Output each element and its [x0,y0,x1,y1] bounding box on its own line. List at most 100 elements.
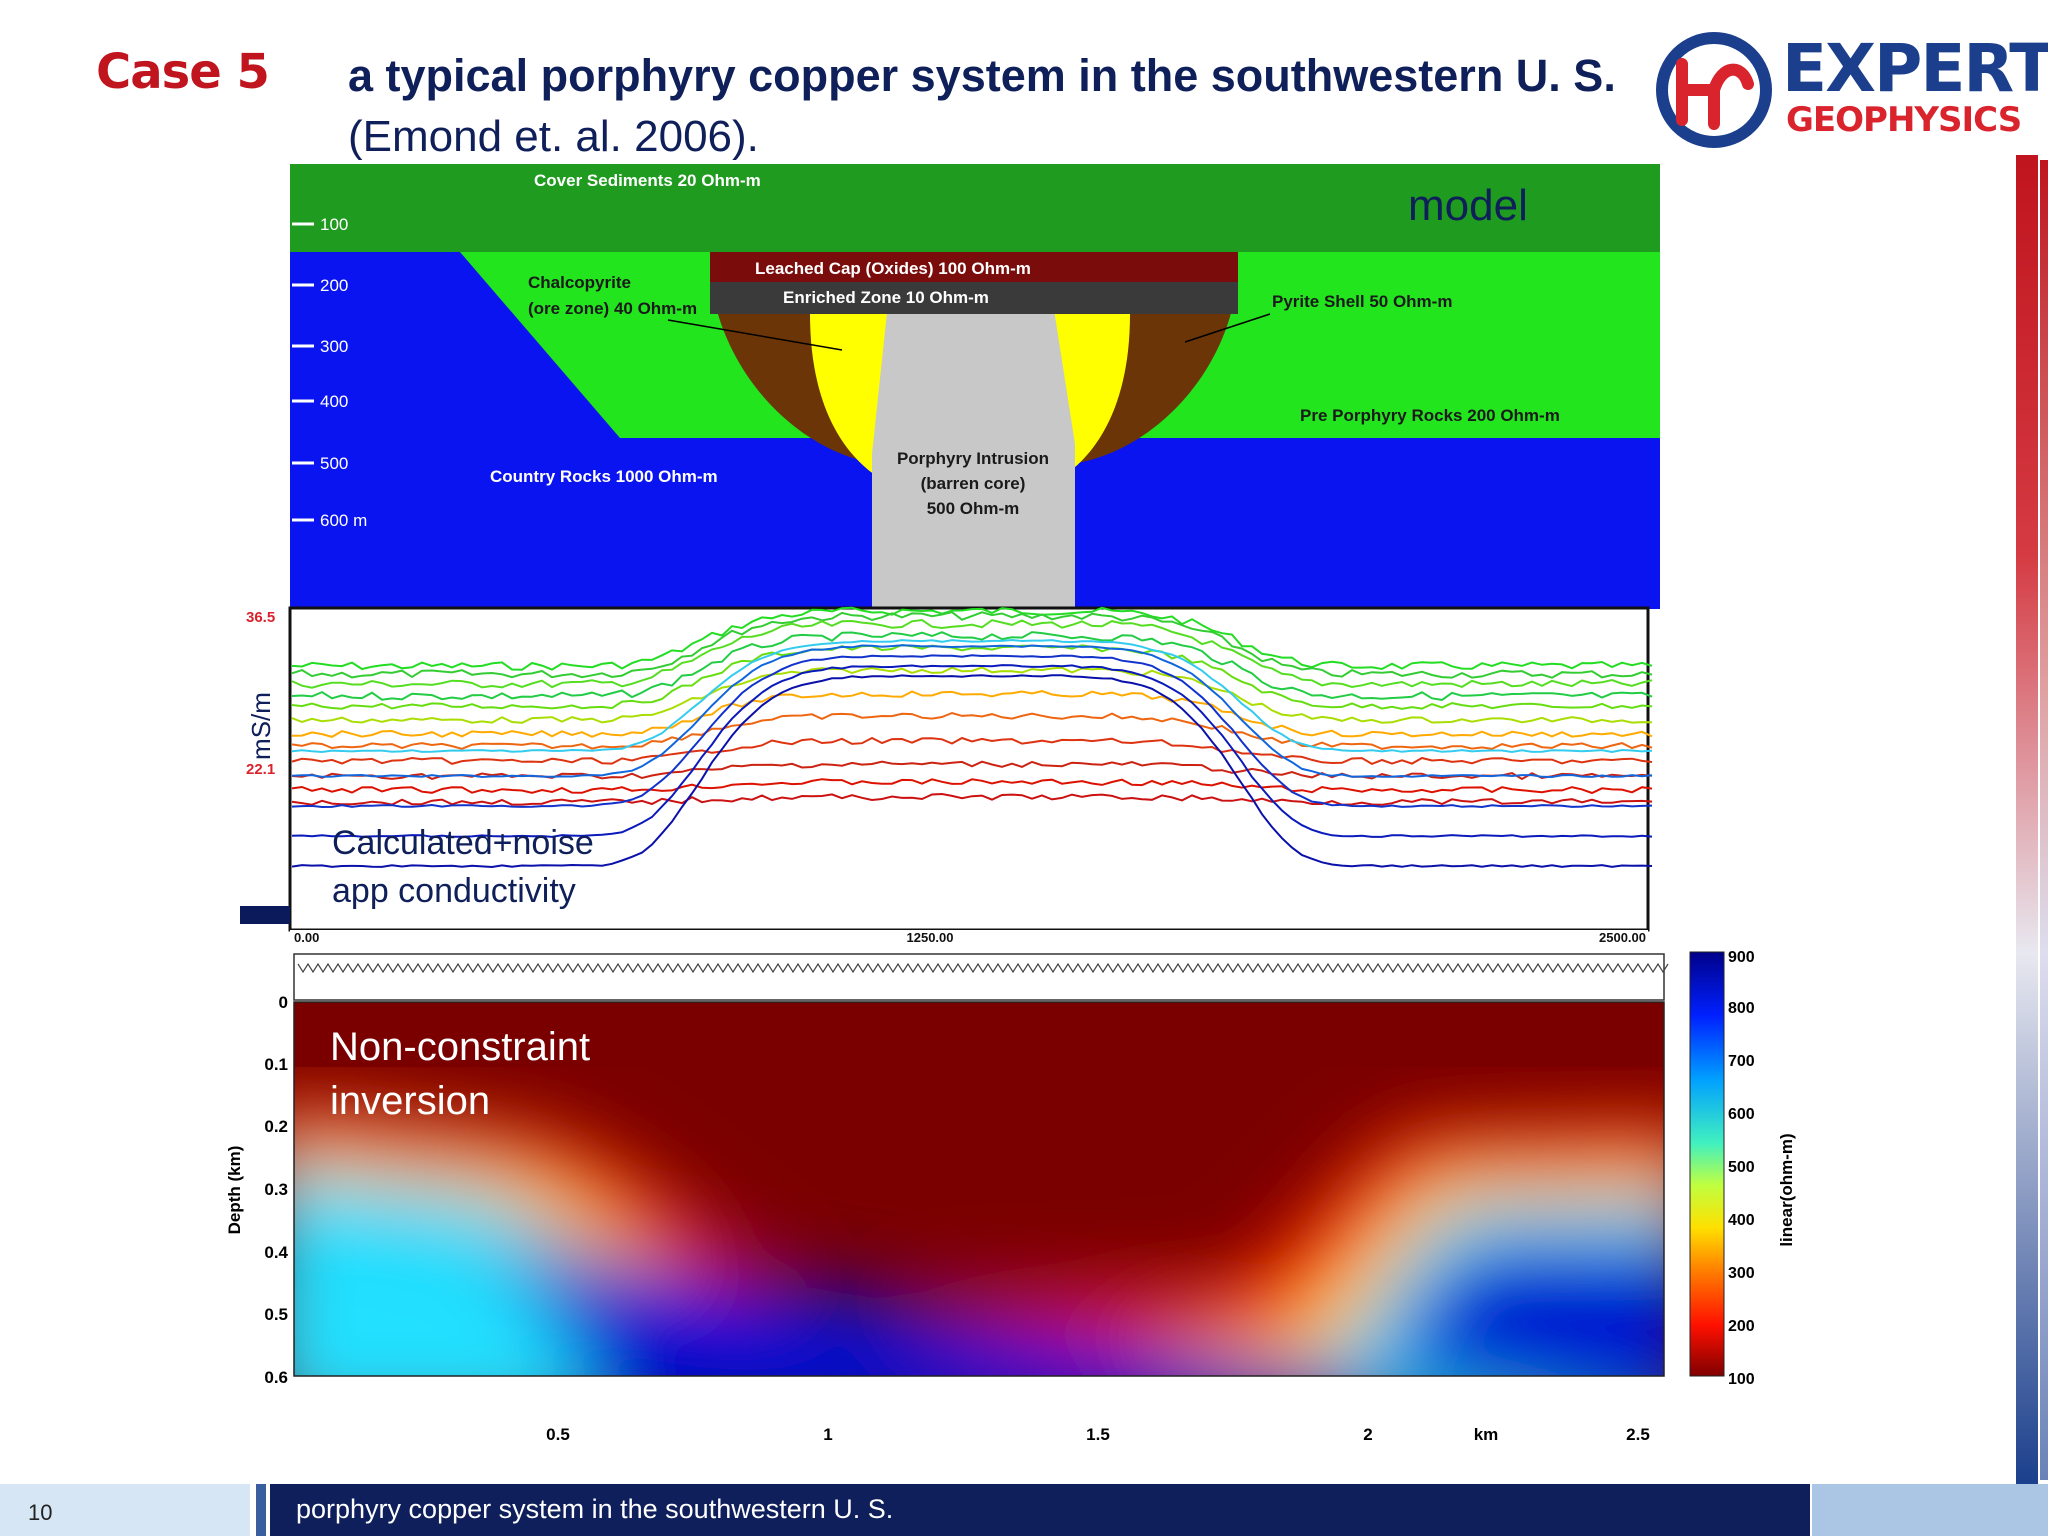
country-rocks-label: Country Rocks 1000 Ohm-m [490,467,718,486]
chalcopyrite-label: Chalcopyrite [528,273,631,292]
enriched-zone-layer [710,282,1238,314]
colorbar-label: linear(ohm-m) [1777,1133,1796,1246]
model-depth-label: 600 m [320,511,367,530]
profile-x-tick: 0.00 [294,930,319,945]
model-depth-label: 300 [320,337,348,356]
profile-curve [291,664,1653,838]
logo-geophysics-text: GEOPHYSICS [1786,100,2022,140]
colorbar-tick: 400 [1728,1212,1755,1229]
expert-geophysics-logo-icon [1656,32,1772,148]
depth-tick: 0.3 [264,1180,288,1199]
profile-y-top-label: 36.5 [246,609,275,626]
slide-title: a typical porphyry copper system in the … [348,50,1616,101]
profile-curve [291,736,1653,766]
distance-tick: 1.5 [1086,1425,1110,1444]
distance-unit-label: km [1474,1425,1499,1444]
model-depth-ticks [292,222,314,522]
profile-x-tick: 1250.00 [907,930,954,945]
intrusion-label-3: 500 Ohm-m [927,499,1020,518]
inversion-caption-2: inversion [330,1079,490,1123]
section-frame [293,1001,1665,1377]
footer-bar [270,1484,1810,1536]
profile-curve [291,666,1653,724]
depth-axis-label: Depth (km) [225,1146,244,1235]
leached-cap-layer [710,252,1238,282]
depth-tick: 0.4 [264,1243,288,1262]
model-depth-label: 400 [320,392,348,411]
depth-tick: 0.2 [264,1117,288,1136]
inversion-caption-1: Non-constraint [330,1025,590,1069]
geological-model-diagram: 100 200 300 400 500 600 m model Cover Se… [290,164,1660,609]
profile-curve [291,690,1653,738]
leached-cap-label: Leached Cap (Oxides) 100 Ohm-m [755,259,1031,278]
profile-curve [291,631,1653,701]
footer-divider [256,1484,266,1536]
conductivity-profile-chart: 36.5 22.1 mS/m 0.00 1250.00 2500.00 Calc… [240,606,1653,945]
footer-right-block [1812,1484,2048,1536]
depth-tick: 0.5 [264,1305,288,1324]
colorbar-tick: 800 [1728,1000,1755,1017]
cover-sediments-layer [290,164,1660,252]
enriched-zone-label: Enriched Zone 10 Ohm-m [783,288,989,307]
depth-tick: 0.1 [264,1055,288,1074]
resistivity-section [294,1002,1664,1376]
distance-tick: 2 [1363,1425,1372,1444]
pre-porphyry-label: Pre Porphyry Rocks 200 Ohm-m [1300,406,1560,425]
inversion-section-chart: Non-constraint inversion 0 0.1 0.2 0.3 0… [225,950,1796,1444]
model-heading: model [1408,181,1528,230]
distance-tick: 0.5 [546,1425,570,1444]
profile-curve [291,674,1653,869]
profile-curve [291,606,1653,671]
colorbar-ticks: 900 800 700 600 500 400 300 200 100 [1728,950,1755,1388]
colorbar-tick: 700 [1728,1053,1755,1070]
profile-curve [291,778,1653,795]
chalcopyrite-leader-line [667,319,843,351]
side-decoration-bar-thin [2040,160,2048,1480]
depth-tick: 0 [279,993,288,1012]
profile-curve [291,644,1653,779]
colorbar-tick: 500 [1728,1159,1755,1176]
intrusion-label: Porphyry Intrusion [897,449,1049,468]
footer-text: porphyry copper system in the southweste… [296,1494,894,1524]
profile-x-tick: 2500.00 [1599,930,1646,945]
page-number: 10 [28,1500,53,1525]
section-y-axis: 0 0.1 0.2 0.3 0.4 0.5 0.6 Depth (km) [225,993,289,1387]
resistivity-colorbar [1689,951,1725,1377]
chalcopyrite-label-2: (ore zone) 40 Ohm-m [528,299,697,318]
slide-title-citation: (Emond et. al. 2006). [348,112,759,161]
profile-scale-marker [240,906,290,924]
depth-tick: 0.6 [264,1368,288,1387]
model-depth-label: 100 [320,215,348,234]
profile-curve [291,618,1653,689]
colorbar-tick: 900 [1728,950,1755,966]
model-depth-label: 500 [320,454,348,473]
pyrite-shell-label: Pyrite Shell 50 Ohm-m [1272,292,1452,311]
profile-curve [291,711,1653,750]
colorbar-tick: 300 [1728,1265,1755,1282]
profile-curve [291,611,1653,679]
profile-caption-2: app conductivity [332,872,576,910]
profile-curve [291,643,1653,710]
station-markers [297,962,1669,974]
cover-sediments-label: Cover Sediments 20 Ohm-m [534,171,761,190]
intrusion-label-2: (barren core) [921,474,1026,493]
model-depth-label: 200 [320,276,348,295]
colorbar-tick: 600 [1728,1106,1755,1123]
colorbar-tick: 200 [1728,1318,1755,1335]
side-decoration-bar [2016,155,2038,1485]
station-marker-strip [293,953,1665,1001]
distance-tick: 1 [823,1425,832,1444]
profile-curve [291,792,1653,806]
profile-caption-1: Calculated+noise [332,824,594,862]
section-x-axis: 0.5 1 1.5 2 km 2.5 [546,1425,1650,1444]
colorbar-tick: 100 [1728,1371,1755,1388]
profile-x-axis [290,930,1648,944]
profile-curves [291,606,1653,869]
distance-tick: 2.5 [1626,1425,1650,1444]
porphyry-intrusion-body [872,284,1075,609]
case-label: Case 5 [96,44,270,100]
profile-y-axis-label: mS/m [246,692,276,760]
profile-y-mid-label: 22.1 [246,761,275,778]
pyrite-leader-line [1184,313,1271,343]
profile-curve [291,654,1653,809]
